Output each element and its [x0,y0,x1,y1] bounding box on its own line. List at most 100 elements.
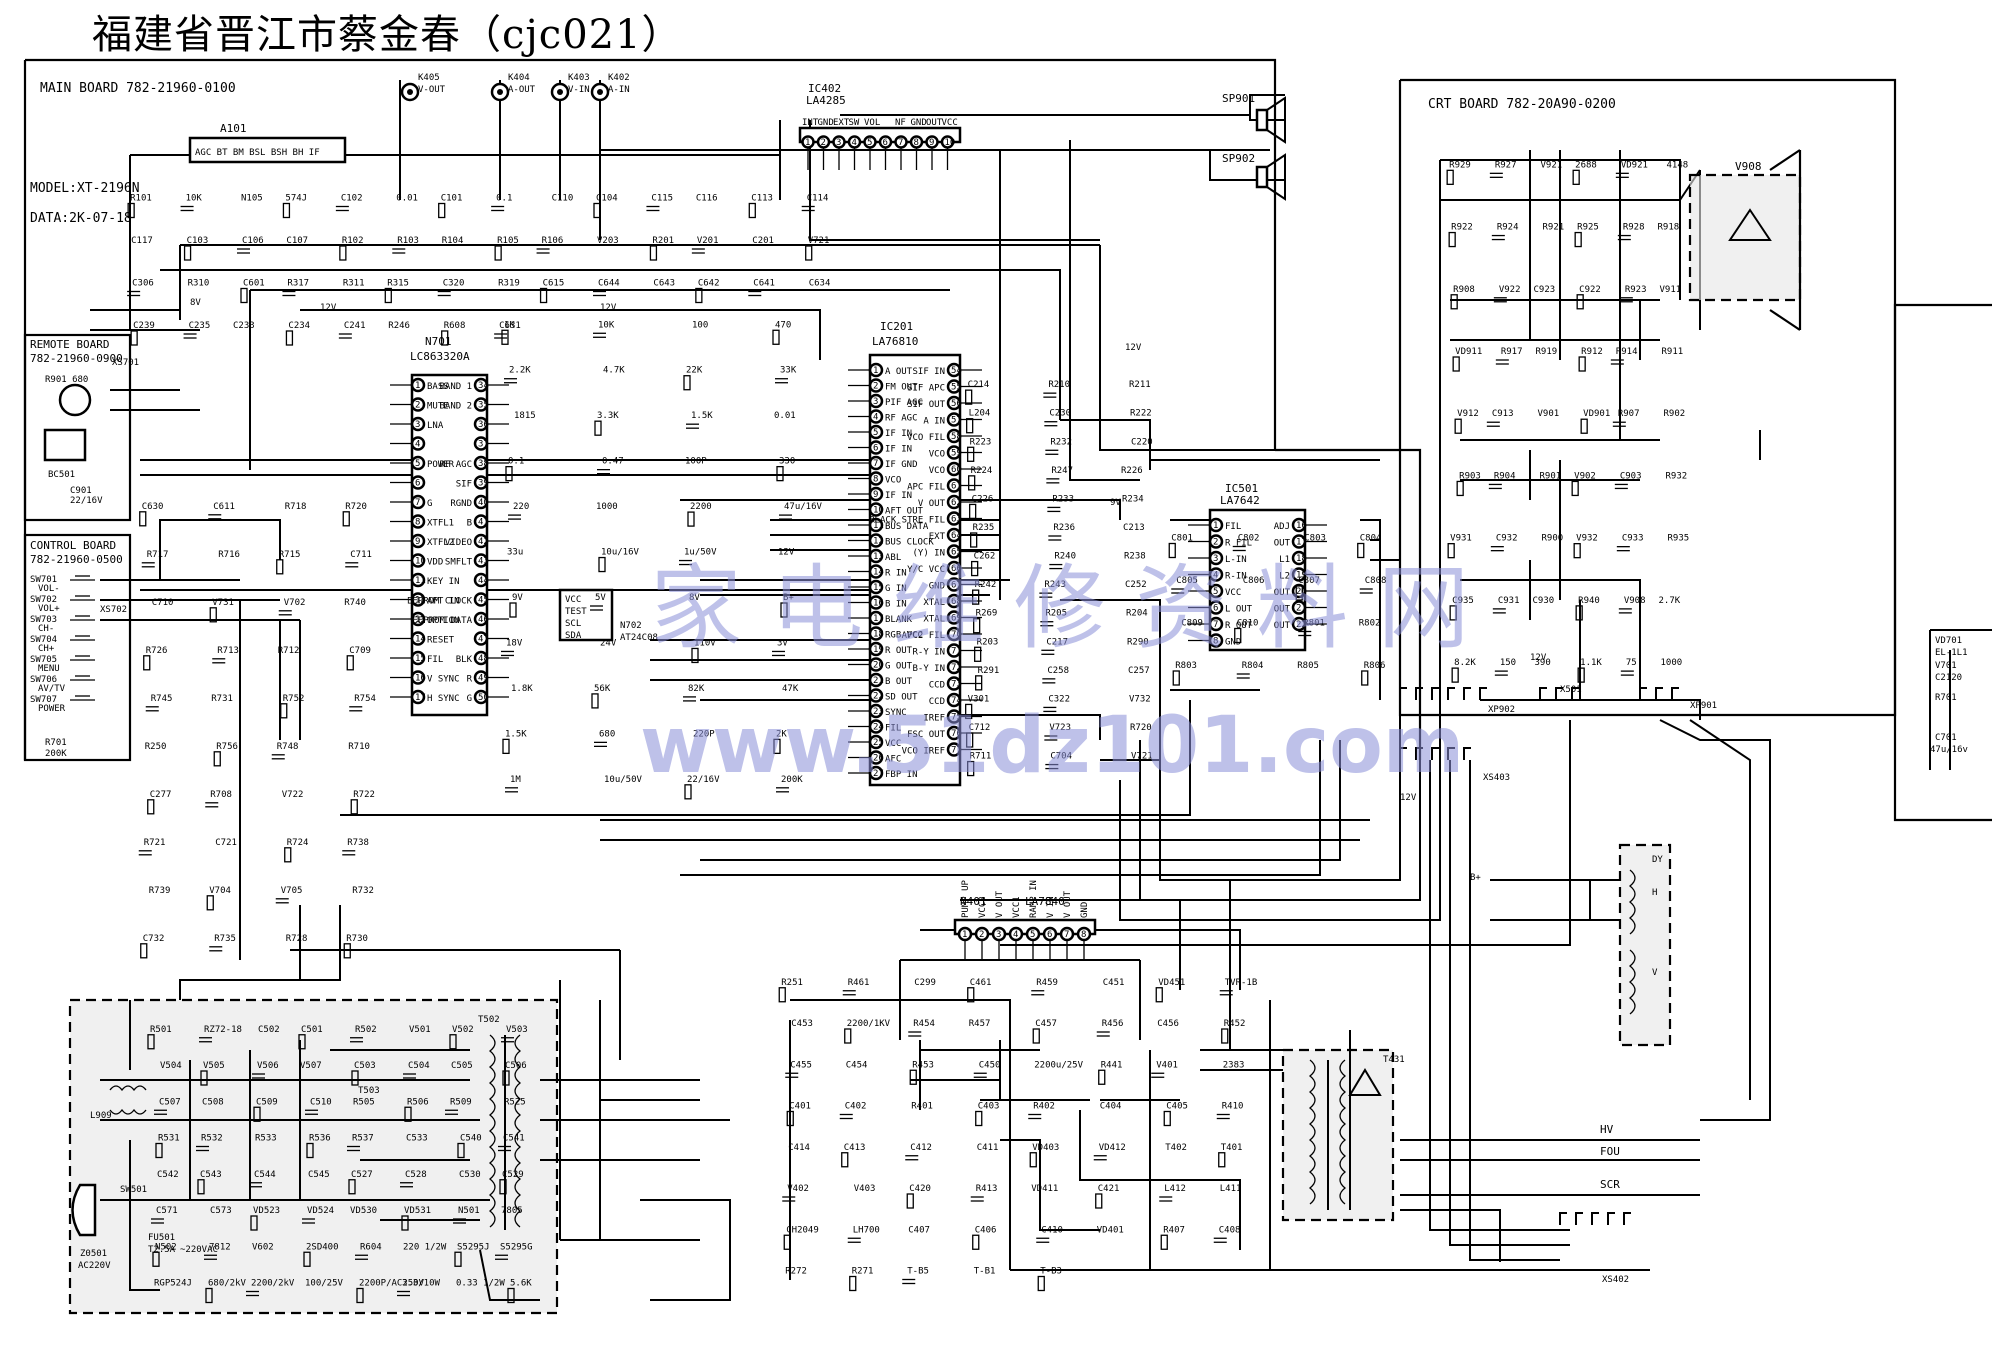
svg-text:T431: T431 [1383,1055,1405,1065]
supply-rail-label: 12V [1400,793,1417,803]
pin-name: L-IN [1225,555,1247,565]
component-label: R901 [1540,471,1562,481]
supply-rail-label: 9V [1110,498,1121,508]
component-label: R919 [1536,347,1558,357]
component-label: R311 [343,279,365,289]
component-label: C810 [1237,619,1259,629]
connector-pin [1559,1212,1567,1225]
component-label: C322 [1048,694,1070,704]
connector-pin [1447,747,1455,760]
pin-name: R [467,675,473,685]
pin-number: 7 [415,498,420,508]
jack-name: A-IN [608,85,630,95]
pin-name: AFT OUT [885,507,924,517]
transformer-ref: T502 [478,1015,500,1025]
component-label: 2.7K [1659,596,1681,606]
pin-number: 50 [478,693,489,703]
pin-number: 5 [415,459,420,469]
component-label: R401 [911,1102,933,1112]
pin-number: 1 [1213,521,1218,531]
component-label: R247 [1051,466,1073,476]
resistor-icon [906,1193,914,1209]
pin-number: 43 [478,557,489,567]
pin-number: 1 [805,138,810,148]
component-label: C807 [1298,576,1320,586]
component-label: 1.8K [511,684,533,694]
component-label: R708 [210,790,232,800]
resistor-icon [1571,480,1579,497]
component-label: C709 [349,646,371,656]
component-label: R505 [353,1097,375,1107]
resistor-icon [351,1070,359,1086]
resistor-icon [197,1179,205,1195]
pin-number: 20 [1296,587,1307,597]
component-label: R453 [912,1060,934,1070]
pin-name: NF [895,118,906,128]
resistor-icon [206,895,214,911]
component-label: C214 [968,380,990,390]
component-label: R805 [1297,661,1319,671]
pin-number: 63 [951,515,962,525]
component-label: VD523 [253,1206,280,1216]
component-label: R272 [785,1267,807,1277]
pin-name: SIF APC [907,384,945,394]
component-label: C571 [156,1206,178,1216]
resistor-ref: R701 [45,738,67,748]
resistor-icon [778,987,786,1003]
component-label: C540 [460,1134,482,1144]
pin-number: 5 [1213,587,1218,597]
pin-number: 16 [873,599,884,609]
pin-number: 4 [873,413,878,423]
component-label: VD401 [1097,1225,1124,1235]
pin-number: 6 [883,138,888,148]
right-panel: VD701 EL-1L1 V701 C2120 R701 C701 47u/16… [1929,629,1992,770]
resistor-icon [130,330,138,346]
component-label: R907 [1618,409,1640,419]
resistor-icon [343,943,351,959]
component-label: V931 [1450,534,1472,544]
component-label: R722 [353,790,375,800]
component-label: R932 [1666,471,1688,481]
component-label: C930 [1533,596,1555,606]
resistor-icon [205,1287,213,1304]
component-label: R402 [1033,1102,1055,1112]
component-label: C117 [131,236,153,246]
component-label: 574J [285,194,307,204]
component-label: 12V [778,548,795,558]
component-label: R902 [1664,409,1686,419]
pin-name: G IN [885,584,907,594]
resistor-icon [1449,605,1457,621]
component-label: C634 [809,279,831,289]
resistor-icon [1447,543,1455,559]
pin-name: H SYNC [427,694,460,704]
component-label: C631 [499,321,521,331]
resistor-icon [786,1110,794,1127]
resistor-icon [780,602,788,618]
component-label: R407 [1163,1225,1185,1235]
pin-number: 1 [962,930,967,940]
ic-pin [847,135,862,149]
component-label: 2383 [1223,1060,1245,1070]
resistor-icon [691,647,699,664]
resistor-icon [449,1034,457,1050]
component-label: C611 [213,502,235,512]
resistor-icon [1037,1275,1045,1292]
pin-number: 46 [478,615,489,625]
ic-pin [909,135,924,149]
supply-rail-label: 8V [190,298,201,308]
component-label: C630 [142,502,164,512]
switch-name: MENU [38,664,60,674]
component-label: R310 [188,279,210,289]
resistor-value: 200K [45,749,67,759]
switch-name: CH- [38,624,54,634]
component-label: VD524 [307,1206,334,1216]
pin-name: FSC OUT [907,730,946,740]
resistor-icon [505,465,513,482]
ic-n401-part: LA7840 [1025,895,1065,908]
pin-number: 45 [478,596,489,606]
pin-name: GND [818,118,834,128]
component-label: R804 [1242,661,1264,671]
